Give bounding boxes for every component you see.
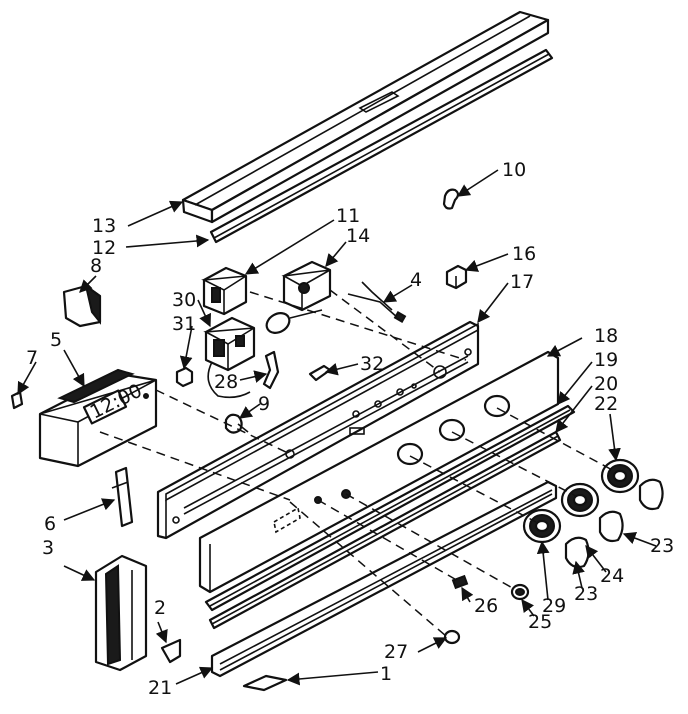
part-23-knob-mid — [598, 510, 624, 543]
part-22-bezel — [600, 458, 640, 494]
part-20-trim-rail — [208, 430, 562, 630]
part-13-top-trim — [181, 10, 550, 224]
callout-23-mid: 23 — [574, 583, 598, 605]
alignment-lines — [99, 289, 617, 637]
part-2-clip — [160, 638, 182, 664]
part-19-trim-rail — [204, 404, 576, 612]
callout-25: 25 — [528, 611, 552, 633]
part-23-knob-right — [638, 478, 664, 511]
callout-17: 17 — [510, 271, 534, 293]
part-12-trim-strip — [209, 48, 554, 244]
leader-lines — [17, 169, 657, 686]
part-5-clock-module: 12:00 — [38, 368, 158, 468]
callout-29: 29 — [542, 595, 566, 617]
callout-11: 11 — [336, 205, 360, 227]
callout-3: 3 — [42, 537, 54, 559]
callout-21: 21 — [148, 677, 172, 699]
part-32-clip — [308, 364, 332, 382]
callout-30: 30 — [172, 289, 196, 311]
part-11-transformer — [201, 266, 248, 316]
callout-27: 27 — [384, 641, 408, 663]
part-30-relay — [203, 316, 256, 399]
part-4-wire-harness — [347, 281, 407, 323]
part-10-clip — [442, 188, 460, 210]
callout-1: 1 — [380, 663, 392, 685]
callout-4: 4 — [410, 269, 422, 291]
callout-23-right: 23 — [650, 535, 674, 557]
part-7-bracket — [10, 390, 24, 410]
callout-13: 13 — [92, 215, 116, 237]
callout-16: 16 — [512, 243, 536, 265]
part-28-bracket — [262, 350, 280, 390]
part-14-switch — [281, 260, 332, 312]
callout-19: 19 — [594, 349, 618, 371]
callout-12: 12 — [92, 237, 116, 259]
callout-18: 18 — [594, 325, 618, 347]
callout-31: 31 — [172, 313, 196, 335]
gasket-ring — [265, 309, 323, 334]
part-1-clip — [242, 674, 288, 692]
callout-2: 2 — [154, 597, 166, 619]
part-25-knob — [510, 583, 530, 601]
callout-26: 26 — [474, 595, 498, 617]
callout-22: 22 — [594, 393, 618, 415]
callout-10: 10 — [502, 159, 526, 181]
part-27-screw — [443, 629, 461, 645]
part-3-end-cap — [94, 554, 148, 672]
callout-32: 32 — [360, 353, 384, 375]
part-16-bracket — [445, 264, 468, 290]
callout-14: 14 — [346, 225, 370, 247]
callout-9: 9 — [258, 393, 270, 415]
part-8-end-cap — [62, 283, 102, 328]
callout-28: 28 — [214, 371, 238, 393]
part-23-knob-left — [564, 536, 590, 569]
callout-6: 6 — [44, 513, 56, 535]
part-24-bezel — [560, 482, 600, 518]
callout-20: 20 — [594, 373, 618, 395]
callout-5: 5 — [50, 329, 62, 351]
part-29-bezel — [522, 508, 562, 544]
callout-8: 8 — [90, 255, 102, 277]
callout-24: 24 — [600, 565, 624, 587]
part-9-lamp — [224, 413, 249, 434]
part-31-connector — [175, 366, 194, 388]
callout-labels: 13 12 8 10 11 14 16 4 17 30 31 32 28 9 5… — [26, 159, 674, 699]
part-17-console-panel — [156, 320, 480, 540]
callout-7: 7 — [26, 347, 38, 369]
part-6-bracket — [111, 466, 134, 528]
part-26-spring — [451, 574, 469, 590]
